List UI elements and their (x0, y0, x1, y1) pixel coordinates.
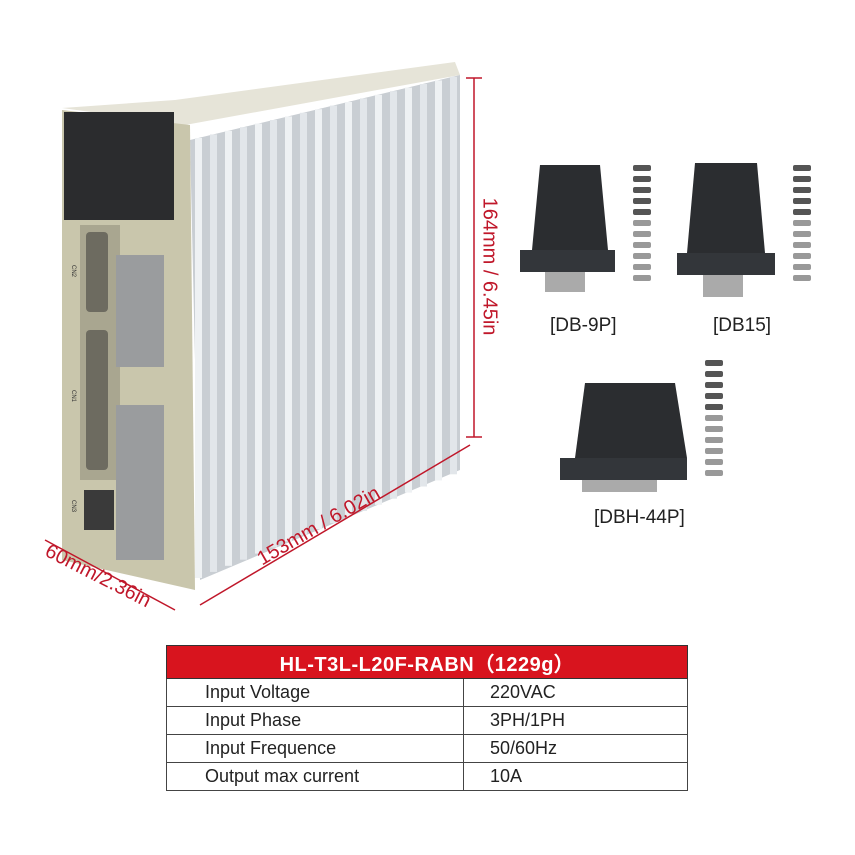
connector-label-db15: [DB15] (713, 315, 772, 336)
screw (705, 382, 723, 388)
screw (633, 242, 651, 248)
fin (390, 91, 397, 499)
fin (225, 130, 232, 566)
fin (345, 102, 352, 517)
fin (285, 116, 292, 542)
spec-name: Output max current (166, 762, 464, 791)
db9-connector-image (520, 165, 615, 292)
fin (435, 80, 442, 481)
fin (330, 105, 337, 524)
screw (705, 393, 723, 399)
screw (705, 426, 723, 432)
fin (240, 127, 247, 560)
screw (705, 448, 723, 454)
screw (705, 415, 723, 421)
screw (633, 220, 651, 226)
screw (793, 176, 811, 182)
port-label-cn2: CN2 (70, 265, 76, 278)
screw (793, 187, 811, 193)
screw (793, 253, 811, 259)
screw (633, 253, 651, 259)
screw (633, 209, 651, 215)
connector-label-db9: [DB-9P] (550, 315, 617, 336)
screw (793, 275, 811, 281)
screw (633, 187, 651, 193)
screw (633, 231, 651, 237)
screw (705, 437, 723, 443)
screw (705, 459, 723, 465)
spec-name: Input Voltage (166, 678, 464, 707)
connector-label-dbh44: [DBH-44P] (594, 507, 685, 528)
screw (793, 209, 811, 215)
screw (793, 198, 811, 204)
screw (633, 275, 651, 281)
height-dimension: 164mm / 6.45in (478, 197, 501, 336)
screw (633, 198, 651, 204)
db15-connector-image (677, 163, 775, 297)
screw (705, 470, 723, 476)
fin (450, 76, 457, 475)
screw (633, 176, 651, 182)
spec-value: 50/60Hz (463, 734, 688, 763)
terminal-block-bottom (116, 405, 164, 560)
dimension-lines (44, 77, 482, 611)
spec-name: Input Frequence (166, 734, 464, 763)
fin (300, 112, 307, 536)
port-label-cn3: CN3 (70, 500, 76, 513)
screw (705, 404, 723, 410)
db-port-cn1 (86, 330, 108, 470)
heat-sink-fins (195, 76, 457, 578)
spec-value: 220VAC (463, 678, 688, 707)
port-label-cn1: CN1 (70, 390, 76, 403)
spec-value: 3PH/1PH (463, 706, 688, 735)
ethernet-port-cn3 (84, 490, 114, 530)
spec-name: Input Phase (166, 706, 464, 735)
terminal-block-top (116, 255, 164, 367)
fin (420, 84, 427, 487)
fin (195, 138, 202, 578)
fin (270, 120, 277, 548)
fin (405, 87, 412, 493)
spec-table-title: HL-T3L-L20F-RABN（1229g） (166, 645, 688, 679)
screw (793, 220, 811, 226)
fin (315, 109, 322, 530)
screw (793, 165, 811, 171)
spec-value: 10A (463, 762, 688, 791)
fin (255, 123, 262, 554)
screw (793, 242, 811, 248)
screw (633, 264, 651, 270)
fin (360, 98, 367, 511)
screw (705, 360, 723, 366)
screw (705, 371, 723, 377)
fin (210, 134, 217, 572)
db-port-cn2 (86, 232, 108, 312)
screw (793, 231, 811, 237)
fin (375, 94, 382, 505)
screw-hardware (633, 165, 811, 476)
drive-top-face (62, 62, 460, 125)
dbh44-connector-image (560, 383, 687, 492)
screw (793, 264, 811, 270)
display-window (64, 112, 174, 220)
screw (633, 165, 651, 171)
